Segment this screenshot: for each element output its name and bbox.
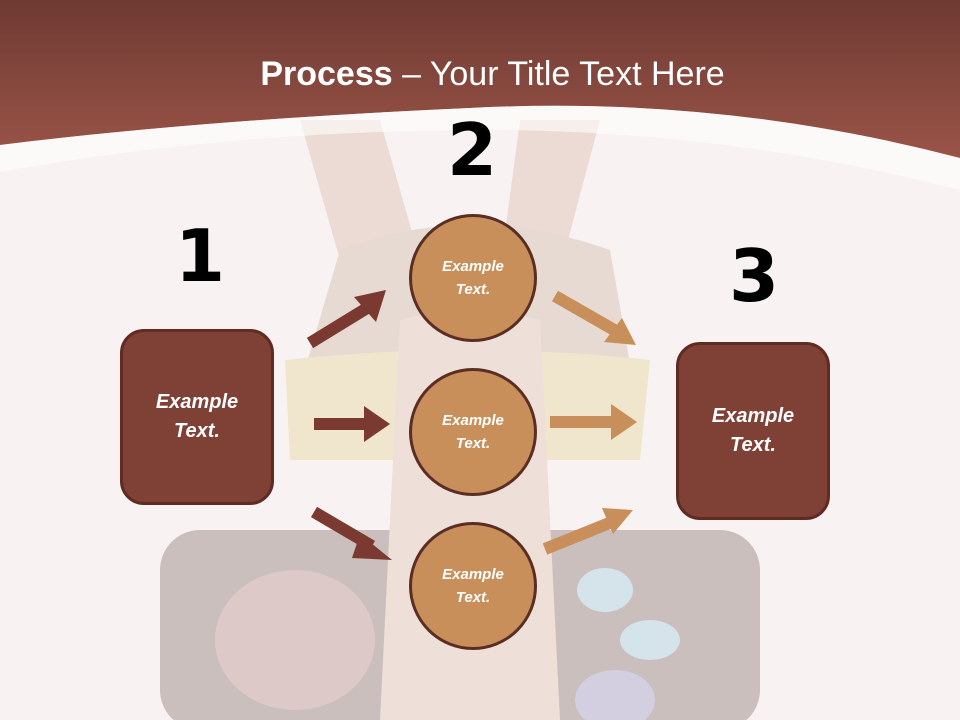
page-title: Process – Your Title Text Here	[0, 52, 960, 96]
arrows	[306, 290, 637, 560]
circle-bottom-line2: Text.	[455, 589, 491, 606]
title-rest: – Your Title Text Here	[392, 55, 725, 93]
circle-top-line2: Text.	[455, 281, 491, 298]
circle-top-line1: Example	[442, 258, 504, 275]
circle-middle-line1: Example	[442, 412, 504, 429]
step-1-label-line2: Text.	[174, 420, 220, 442]
step-3-label-line1: Example	[711, 405, 795, 427]
title-bold: Process	[260, 55, 393, 93]
circle-middle-line2: Text.	[455, 435, 491, 452]
step-number-2: 2	[446, 108, 498, 192]
step-number-3: 3	[728, 234, 780, 318]
circle-bottom-line1: Example	[442, 566, 504, 583]
step-number-1: 1	[174, 214, 226, 298]
step-3-label-line2: Text.	[730, 434, 776, 456]
step-1-label-line1: Example	[155, 391, 239, 413]
